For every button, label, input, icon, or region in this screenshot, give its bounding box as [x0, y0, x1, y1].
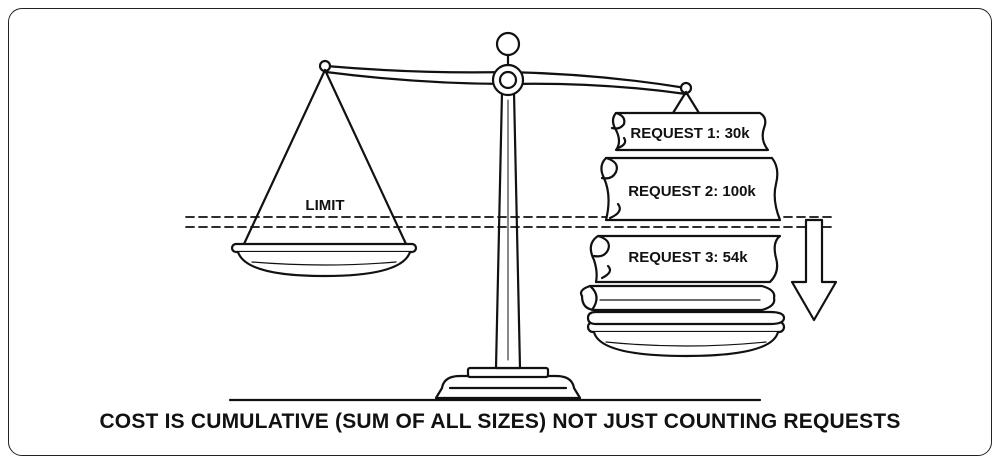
down-arrow-icon	[790, 218, 838, 322]
top-knob	[495, 31, 521, 57]
request-scroll-3	[589, 234, 782, 284]
right-pan	[586, 320, 786, 358]
request-scroll-base	[579, 284, 786, 326]
request-1-label: REQUEST 1: 30k	[630, 125, 750, 142]
scale-base	[434, 374, 582, 400]
request-scroll-2	[600, 156, 782, 222]
left-pan	[230, 242, 418, 278]
limit-label: LIMIT	[305, 197, 344, 214]
caption: COST IS CUMULATIVE (SUM OF ALL SIZES) NO…	[99, 410, 901, 433]
request-3-label: REQUEST 3: 54k	[628, 249, 748, 266]
request-2-label: REQUEST 2: 100k	[628, 183, 756, 200]
request-scroll-1	[610, 111, 770, 152]
